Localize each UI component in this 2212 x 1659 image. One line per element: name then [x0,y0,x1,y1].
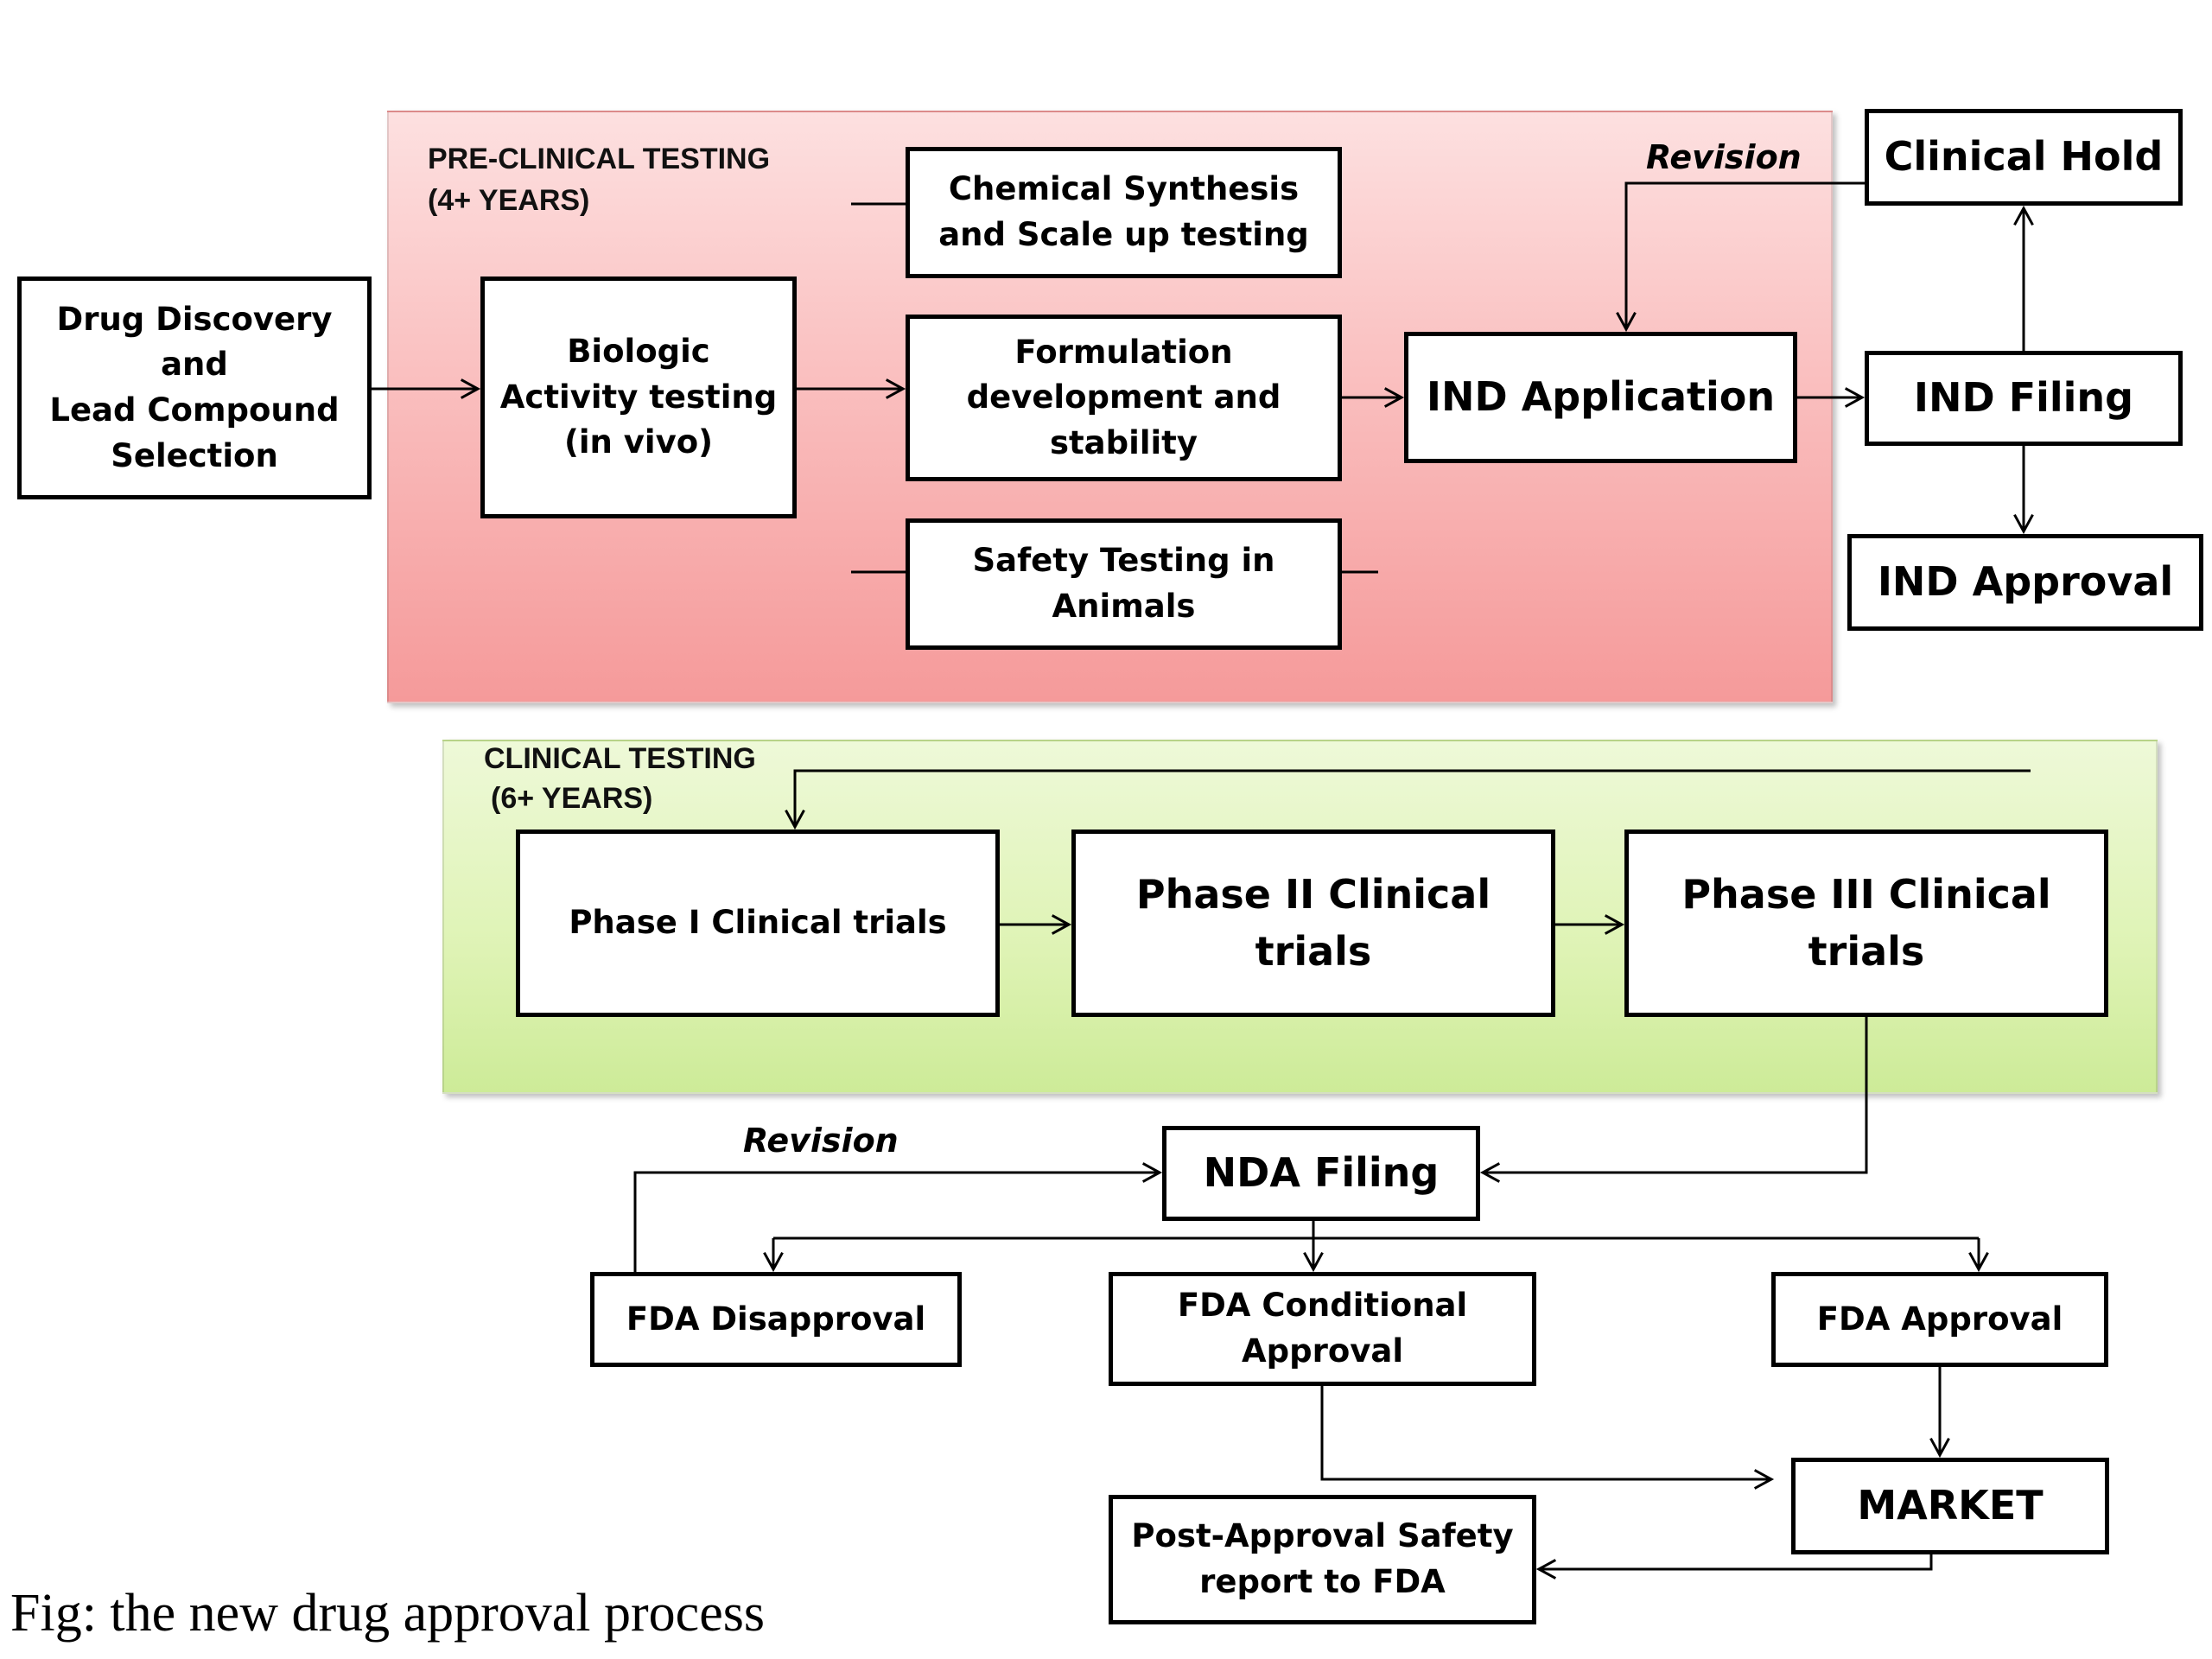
node-ind-filing: IND Filing [1865,351,2183,446]
node-fda-conditional: FDA Conditional Approval [1109,1272,1536,1386]
edge-discovery-to-biologic-arrowhead [460,378,481,399]
node-safety-testing: Safety Testing in Animals [906,518,1342,650]
preclinical-region-duration: (4+ YEARS) [428,184,590,217]
edge-ind-application-to-ind-filing-arrowhead [1844,387,1866,408]
edge-nda-to-fda-disapproval-arrowhead [763,1251,784,1273]
edge-fda-conditional-to-market [1320,1386,1771,1481]
edge-phase-3-to-nda-filing [1483,1017,1868,1174]
revision-label-ind: Revision [1646,138,1802,176]
node-biologic-activity: Biologic Activity testing (in vivo) [480,276,797,518]
preclinical-region-title: PRE-CLINICAL TESTING [428,143,771,175]
edge-clinical-entry-to-phase-1 [793,769,2031,827]
edge-ind-filing-to-clinical-hold-arrowhead [2013,205,2034,226]
node-ind-application: IND Application [1404,332,1797,463]
edge-phase-2-to-phase-3-arrowhead [1604,914,1625,935]
clinical-region-duration: (6+ YEARS) [491,782,653,815]
edge-fda-disapproval-revision [633,1171,1160,1272]
edge-clinical-hold-revision-arrowhead [1616,311,1637,333]
node-post-approval-safety: Post-Approval Safety report to FDA [1109,1495,1536,1624]
node-chemical-synthesis: Chemical Synthesis and Scale up testing [906,147,1342,278]
edge-fda-disapproval-revision-arrowhead [1141,1162,1163,1183]
node-fda-disapproval: FDA Disapproval [590,1272,962,1367]
node-ind-approval: IND Approval [1847,534,2203,631]
edge-clinical-entry-to-phase-1-arrowhead [785,809,805,830]
node-fda-approval: FDA Approval [1771,1272,2108,1367]
edge-phase-3-to-nda-filing-arrowhead [1479,1162,1501,1183]
node-formulation: Formulation development and stability [906,315,1342,481]
edge-biologic-to-formulation-arrowhead [885,378,906,399]
edge-formulation-to-ind-application-arrowhead [1383,387,1405,408]
edge-clinical-hold-revision [1624,181,1865,329]
node-drug-discovery: Drug Discovery and Lead Compound Selecti… [17,276,372,499]
figure-caption: Fig: the new drug approval process [10,1584,765,1643]
edge-fda-conditional-to-market-arrowhead [1753,1469,1775,1490]
edge-market-to-post-approval-arrowhead [1535,1559,1557,1580]
node-phase-3: Phase III Clinical trials [1624,830,2108,1017]
node-clinical-hold: Clinical Hold [1865,109,2183,206]
revision-label-nda: Revision [743,1122,899,1160]
edge-fda-approval-to-market-arrowhead [1929,1437,1950,1459]
node-phase-1: Phase I Clinical trials [516,830,1000,1017]
edge-market-to-post-approval [1539,1554,1933,1571]
node-market: MARKET [1791,1458,2109,1554]
edge-nda-to-fda-conditional-arrowhead [1303,1251,1324,1273]
edge-nda-to-fda-approval-arrowhead [1968,1251,1989,1273]
edge-phase-1-to-phase-2-arrowhead [1051,914,1072,935]
edge-ind-filing-to-ind-approval-arrowhead [2013,513,2034,535]
node-nda-filing: NDA Filing [1162,1126,1480,1221]
clinical-region-title: CLINICAL TESTING [484,742,756,775]
node-phase-2: Phase II Clinical trials [1071,830,1555,1017]
